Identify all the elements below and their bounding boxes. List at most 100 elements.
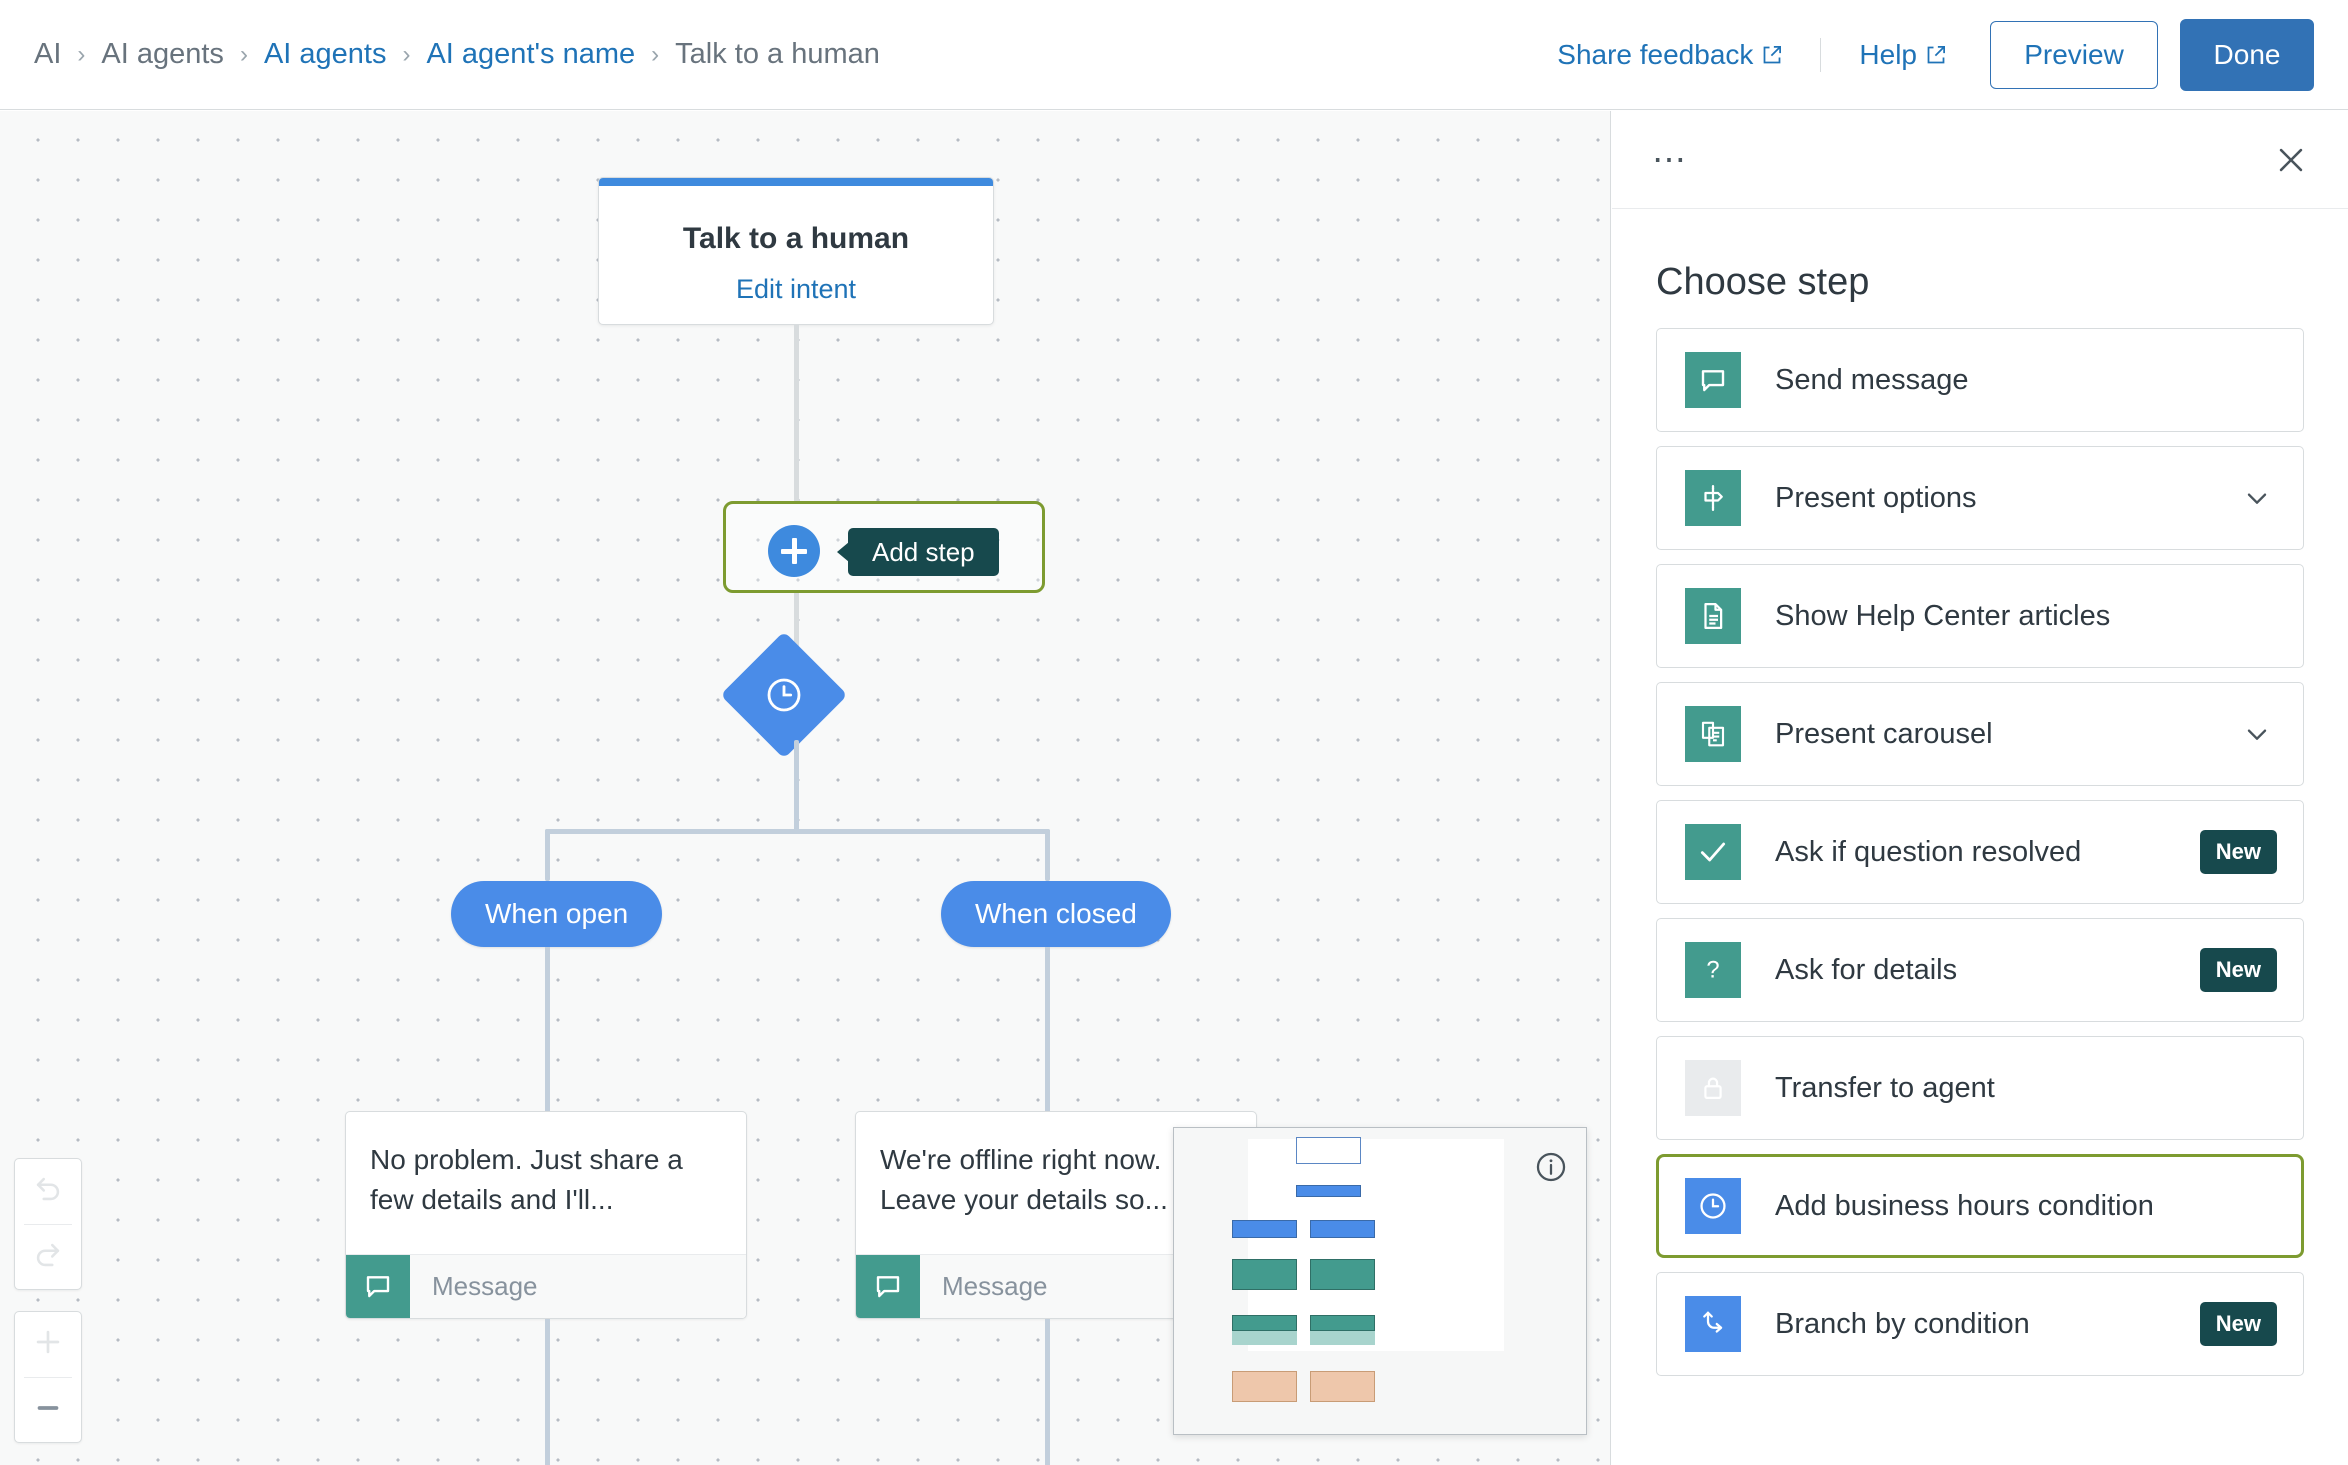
message-card-footer-label: Message: [432, 1270, 538, 1301]
add-step-button[interactable]: [768, 525, 820, 577]
minimap-block: [1310, 1315, 1375, 1331]
zoom-out-button[interactable]: [15, 1378, 81, 1443]
chat-bubble-icon: [1685, 352, 1741, 408]
connector-line: [545, 947, 550, 1111]
lock-icon: [1685, 1060, 1741, 1116]
minimap-block: [1310, 1331, 1375, 1345]
step-option-ask-if-question-resolved[interactable]: Ask if question resolved New: [1656, 800, 2304, 904]
breadcrumb-link-ai-agents[interactable]: AI agents: [263, 38, 387, 70]
intent-node-accent-bar: [599, 178, 993, 186]
step-option-label: Send message: [1775, 363, 1969, 396]
done-button[interactable]: Done: [2180, 18, 2314, 91]
status-badge: New: [2199, 830, 2277, 874]
intent-node[interactable]: Talk to a human Edit intent: [598, 177, 994, 325]
share-feedback-label: Share feedback: [1557, 38, 1754, 70]
info-icon[interactable]: [1534, 1150, 1568, 1189]
message-card-footer: Message: [346, 1253, 746, 1318]
minus-icon: [31, 1391, 65, 1430]
step-option-label: Present carousel: [1775, 717, 1993, 750]
toolbar-divider: [1820, 37, 1822, 72]
breadcrumb-link-agent-name[interactable]: AI agent's name: [426, 38, 636, 70]
step-option-label: Branch by condition: [1775, 1307, 2030, 1340]
help-link[interactable]: Help: [1843, 39, 1962, 71]
minimap-block: [1232, 1315, 1297, 1331]
minimap-block: [1310, 1220, 1375, 1238]
step-option-label: Ask for details: [1775, 953, 1958, 986]
edit-intent-link[interactable]: Edit intent: [735, 274, 857, 304]
connector-line: [794, 740, 799, 831]
breadcrumb-separator: ›: [77, 40, 86, 68]
step-option-branch-by-condition[interactable]: Branch by condition New: [1656, 1272, 2304, 1376]
step-option-present-options[interactable]: Present options: [1656, 446, 2304, 550]
chat-bubble-icon: [856, 1254, 920, 1318]
step-option-label: Add business hours condition: [1775, 1189, 2154, 1222]
breadcrumb: AI › AI agents › AI agents › AI agent's …: [34, 38, 880, 71]
breadcrumb-item-current: Talk to a human: [675, 38, 880, 70]
step-option-label: Present options: [1775, 481, 1977, 514]
connector-line-left: [545, 829, 550, 881]
step-option-present-carousel[interactable]: Present carousel: [1656, 682, 2304, 786]
chevron-down-icon[interactable]: [2241, 718, 2273, 750]
chevron-down-icon[interactable]: [2241, 482, 2273, 514]
connector-line: [794, 325, 799, 501]
top-bar-actions: Share feedback Help Preview Done: [1541, 18, 2314, 91]
connector-horizontal: [545, 829, 1050, 834]
step-option-show-help-center-articles[interactable]: Show Help Center articles: [1656, 564, 2304, 668]
redo-icon: [31, 1238, 65, 1277]
check-icon: [1685, 824, 1741, 880]
message-card[interactable]: No problem. Just share a few details and…: [345, 1111, 747, 1319]
step-option-add-business-hours-condition[interactable]: Add business hours condition: [1656, 1154, 2304, 1258]
external-link-icon: [1762, 45, 1782, 65]
connector-line-right: [1045, 829, 1050, 881]
breadcrumb-item-ai[interactable]: AI: [34, 38, 62, 70]
share-feedback-link[interactable]: Share feedback: [1541, 39, 1798, 71]
status-badge: New: [2199, 1302, 2277, 1346]
step-option-label: Ask if question resolved: [1775, 835, 2082, 868]
connector-line: [1045, 1319, 1050, 1465]
divider: [24, 1377, 72, 1378]
breadcrumb-separator: ›: [239, 40, 248, 68]
redo-button[interactable]: [15, 1225, 81, 1290]
intent-node-title: Talk to a human: [682, 222, 910, 255]
history-controls: [14, 1158, 82, 1290]
external-link-icon: [1926, 45, 1946, 65]
minimap-block: [1232, 1371, 1297, 1402]
breadcrumb-item-ai-agents[interactable]: AI agents: [101, 38, 224, 70]
close-icon[interactable]: [2274, 143, 2308, 177]
plus-icon: [31, 1325, 65, 1364]
step-option-send-message[interactable]: Send message: [1656, 328, 2304, 432]
clock-icon: [1685, 1178, 1741, 1234]
connector-line: [794, 593, 799, 653]
step-option-label: Transfer to agent: [1775, 1071, 1995, 1104]
chat-bubble-icon: [346, 1254, 410, 1318]
message-card-footer-label: Message: [942, 1270, 1048, 1301]
breadcrumb-separator: ›: [651, 40, 660, 68]
step-option-label: Show Help Center articles: [1775, 599, 2111, 632]
minimap-block: [1232, 1220, 1297, 1238]
add-step-tooltip: Add step: [837, 528, 999, 576]
minimap-block: [1232, 1259, 1297, 1290]
minimap-block: [1232, 1331, 1297, 1345]
status-badge: New: [2199, 948, 2277, 992]
minimap-block: [1310, 1259, 1375, 1290]
signpost-icon: [1685, 470, 1741, 526]
undo-button[interactable]: [15, 1159, 81, 1224]
branch-pill-when-open[interactable]: When open: [451, 881, 663, 947]
top-bar: AI › AI agents › AI agents › AI agent's …: [0, 0, 2348, 110]
ellipsis-icon[interactable]: ⋯: [1652, 140, 1689, 179]
flow-canvas[interactable]: Talk to a human Edit intent Add step Whe…: [0, 111, 1611, 1465]
step-option-transfer-to-agent[interactable]: Transfer to agent: [1656, 1036, 2304, 1140]
preview-button[interactable]: Preview: [1990, 20, 2158, 89]
help-label: Help: [1859, 38, 1917, 70]
flow-minimap-panel[interactable]: [1173, 1127, 1587, 1435]
branch-pill-when-closed[interactable]: When closed: [941, 881, 1171, 947]
divider: [24, 1224, 72, 1225]
branch-icon: [1685, 1296, 1741, 1352]
undo-icon: [31, 1172, 65, 1211]
zoom-in-button[interactable]: [15, 1312, 81, 1377]
breadcrumb-separator: ›: [402, 40, 411, 68]
page-title: Choose step: [1656, 261, 1870, 303]
